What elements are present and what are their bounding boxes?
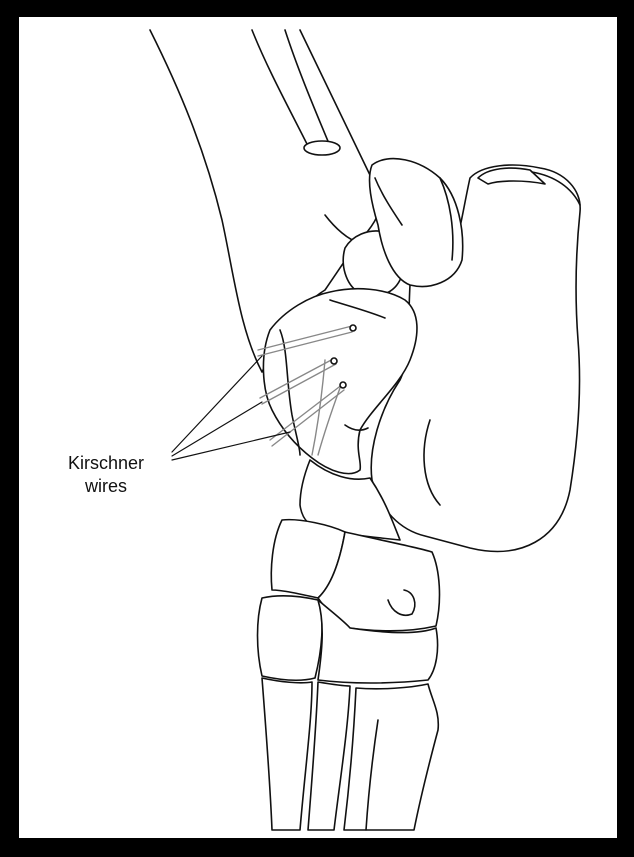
cuneiform-3 [258, 596, 322, 680]
wire-head-2 [331, 358, 337, 364]
leader-line-1 [172, 356, 262, 452]
metatarsal-2 [308, 682, 350, 830]
fibula-end [304, 141, 340, 155]
label-line-2: wires [36, 475, 176, 498]
metatarsal-1 [262, 678, 312, 830]
kirschner-wires-label: Kirschner wires [36, 452, 176, 498]
wire-head-3 [340, 382, 346, 388]
label-line-1: Kirschner [36, 452, 176, 475]
wire-head-1 [350, 325, 356, 331]
metatarsal-3 [344, 684, 438, 830]
leader-line-2 [172, 402, 262, 456]
